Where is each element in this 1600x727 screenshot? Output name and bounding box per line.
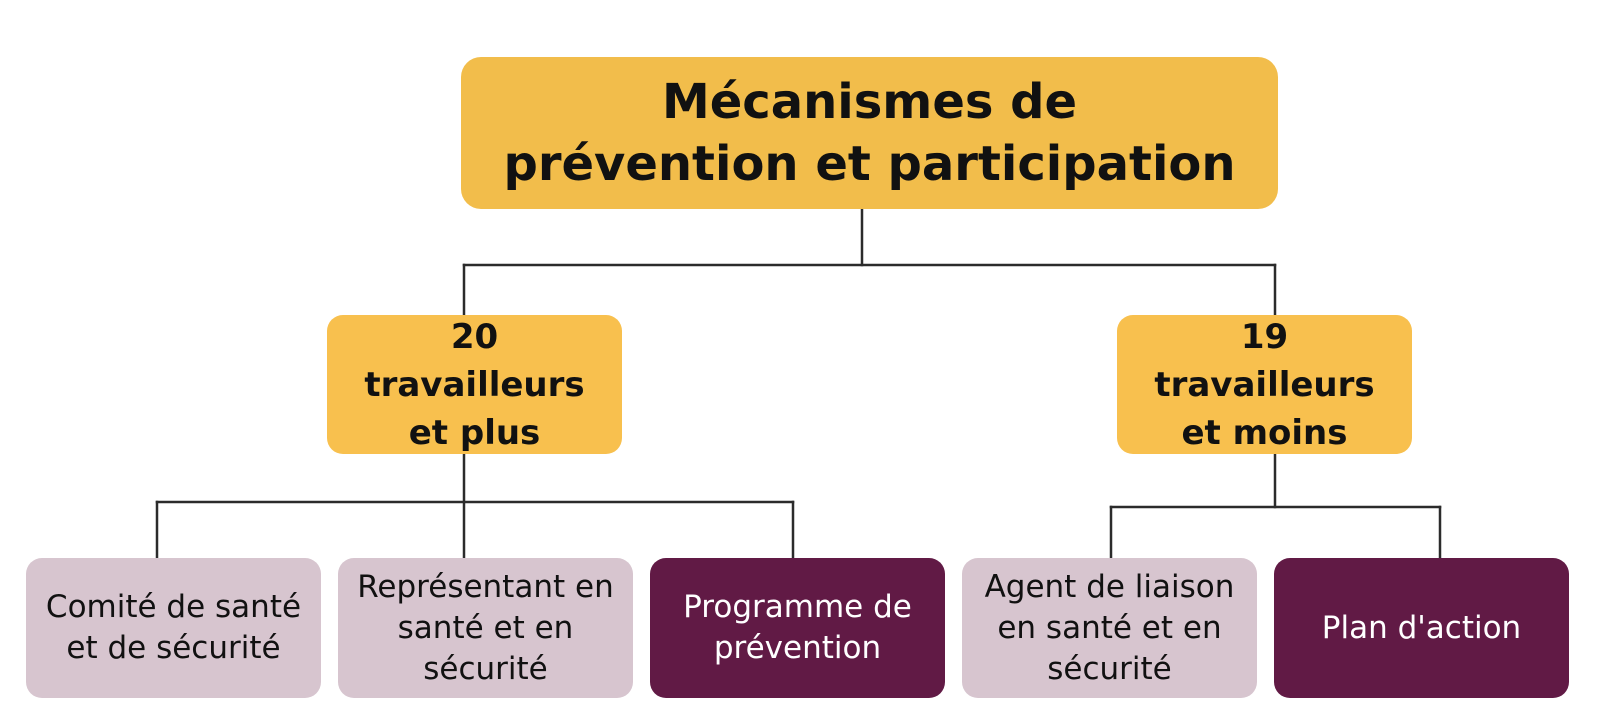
- leaf-node-comite: Comité de santé et de sécurité: [26, 558, 321, 698]
- leaf-node-label: Comité de santé et de sécurité: [45, 589, 302, 666]
- branch-node-20-plus: 20 travailleurs et plus: [327, 315, 622, 454]
- leaf-node-label: Programme de prévention: [683, 589, 912, 666]
- branch-node-label: 19 travailleurs et moins: [1154, 316, 1375, 453]
- leaf-node-plan-action: Plan d'action: [1274, 558, 1569, 698]
- root-node: Mécanismes de prévention et participatio…: [461, 57, 1278, 209]
- branch-node-label: 20 travailleurs et plus: [364, 316, 585, 453]
- leaf-node-agent-liaison: Agent de liaison en santé et en sécurité: [962, 558, 1257, 698]
- root-node-label: Mécanismes de prévention et participatio…: [503, 74, 1236, 192]
- branch-node-19-minus: 19 travailleurs et moins: [1117, 315, 1412, 454]
- leaf-node-label: Agent de liaison en santé et en sécurité: [984, 568, 1235, 687]
- leaf-node-label: Plan d'action: [1321, 609, 1522, 646]
- leaf-node-label: Représentant en santé et en sécurité: [357, 568, 614, 687]
- leaf-node-representant: Représentant en santé et en sécurité: [338, 558, 633, 698]
- leaf-node-programme: Programme de prévention: [650, 558, 945, 698]
